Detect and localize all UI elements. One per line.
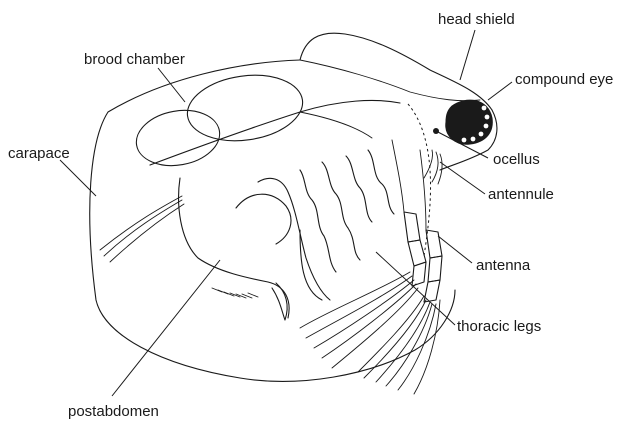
compound-eye-icon bbox=[446, 100, 493, 144]
leader-postabdomen bbox=[112, 260, 220, 396]
brood-egg-1 bbox=[183, 68, 307, 148]
leader-thoracic-legs bbox=[376, 252, 455, 325]
postabdomen-body bbox=[179, 178, 290, 318]
label-brood-chamber: brood chamber bbox=[84, 51, 185, 68]
head-inner-line bbox=[300, 60, 480, 101]
anal-spines bbox=[212, 288, 258, 298]
label-head-shield: head shield bbox=[438, 11, 515, 28]
antennule bbox=[424, 150, 442, 184]
label-compound-eye: compound eye bbox=[515, 71, 613, 88]
leader-antennule bbox=[440, 162, 485, 194]
label-antenna: antenna bbox=[476, 257, 531, 274]
brood-egg-2 bbox=[132, 104, 224, 172]
thoracic-legs bbox=[236, 150, 394, 300]
label-postabdomen: postabdomen bbox=[68, 403, 159, 420]
dorsal-ridge bbox=[300, 33, 492, 110]
postabdomen-claw bbox=[272, 283, 287, 320]
leader-compound-eye bbox=[488, 82, 512, 100]
label-antennule: antennule bbox=[488, 186, 554, 203]
posterior-setae bbox=[100, 196, 184, 262]
carapace-outline bbox=[90, 60, 455, 381]
leader-brood-chamber bbox=[158, 68, 185, 102]
leader-head-shield bbox=[460, 30, 475, 80]
gut-line bbox=[300, 112, 372, 138]
leader-antenna bbox=[438, 236, 472, 263]
label-carapace: carapace bbox=[8, 145, 70, 162]
label-ocellus: ocellus bbox=[493, 151, 540, 168]
label-thoracic-legs: thoracic legs bbox=[457, 318, 541, 335]
